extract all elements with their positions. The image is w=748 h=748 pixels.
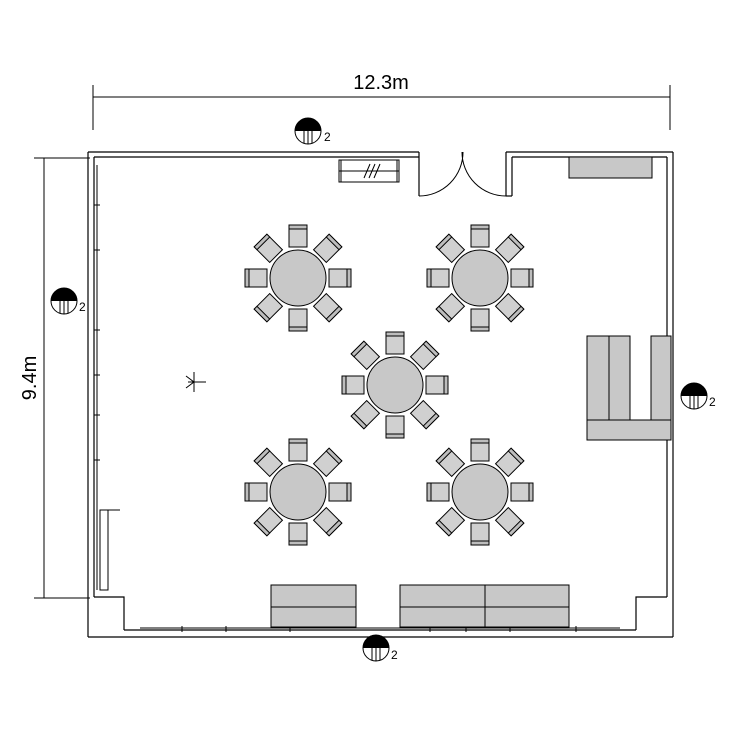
chair: [470, 438, 490, 462]
elevation-label-bottom: 2: [391, 648, 398, 662]
chair: [426, 268, 450, 288]
table-top: [366, 356, 424, 414]
top-right-counter: [568, 156, 653, 179]
chair: [385, 331, 405, 355]
elevation-marker-right: 2: [680, 382, 716, 410]
chair: [288, 438, 308, 462]
chair: [425, 375, 449, 395]
height-dimension: 9.4m: [19, 157, 90, 599]
ceiling-fixture-icon: [185, 372, 206, 392]
double-door: [418, 151, 507, 197]
elevation-label-left: 2: [79, 300, 86, 314]
round-table: [244, 438, 352, 546]
chair: [288, 522, 308, 546]
table-top: [269, 463, 327, 521]
round-table: [244, 224, 352, 332]
width-dimension: 12.3m: [92, 72, 671, 130]
table-top: [451, 249, 509, 307]
chair: [328, 482, 352, 502]
round-tables: [244, 224, 534, 546]
chair: [288, 308, 308, 332]
round-table: [426, 224, 534, 332]
elevation-marker-left: 2: [50, 287, 86, 315]
right-counters: [586, 335, 672, 441]
chair: [385, 415, 405, 439]
chair: [244, 482, 268, 502]
chair: [510, 268, 534, 288]
chair: [470, 308, 490, 332]
bottom-tables: [270, 584, 570, 628]
table-top: [269, 249, 327, 307]
round-table: [341, 331, 449, 439]
chair: [426, 482, 450, 502]
elevation-marker-top: 2: [294, 117, 331, 145]
chair: [288, 224, 308, 248]
round-table: [426, 438, 534, 546]
table-top: [451, 463, 509, 521]
chair: [244, 268, 268, 288]
bottom-windows: [140, 626, 620, 632]
width-label: 12.3m: [353, 72, 409, 94]
left-windows: [94, 165, 100, 590]
chair: [328, 268, 352, 288]
chair: [341, 375, 365, 395]
elevation-label-right: 2: [709, 395, 716, 409]
chair: [510, 482, 534, 502]
left-cabinet: [99, 509, 120, 591]
chair: [470, 224, 490, 248]
chair: [470, 522, 490, 546]
height-label: 9.4m: [19, 356, 41, 400]
room-walls: [87, 151, 674, 638]
coat-rack: [338, 159, 400, 183]
elevation-label-top: 2: [324, 130, 331, 144]
elevation-marker-bottom: 2: [362, 634, 398, 662]
